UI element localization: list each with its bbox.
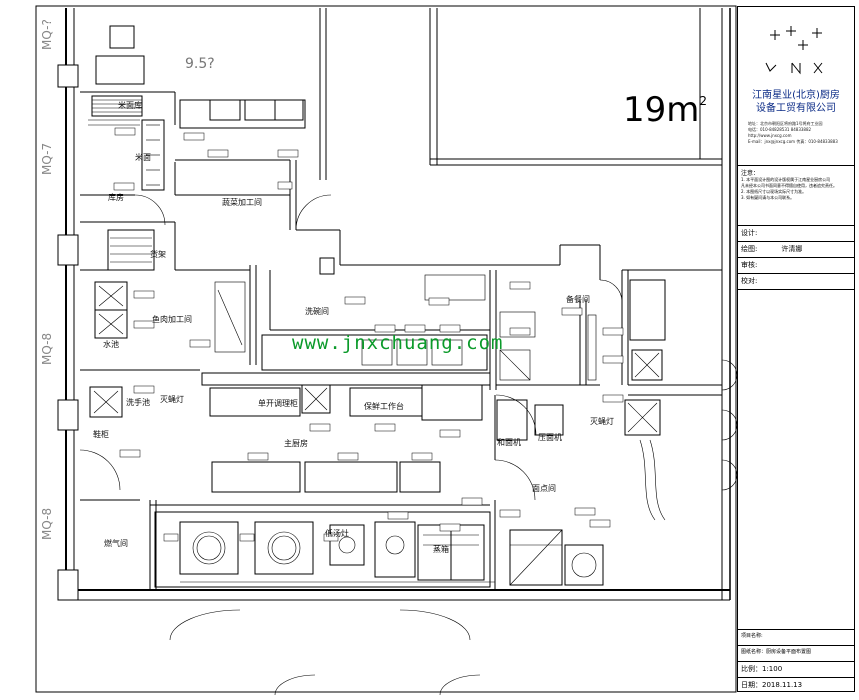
room-storage: 库房 xyxy=(108,192,124,202)
room-dry-storage: 米面库 xyxy=(118,100,142,110)
scale-row: 比例：1:100 xyxy=(738,661,854,677)
faint-dimension: 9.5? xyxy=(185,56,215,72)
room-water-pool: 水池 xyxy=(103,339,119,349)
room-fly-lamp-2: 灭蝇灯 xyxy=(590,416,614,426)
drawing-name-row: 图纸名称：厨房设备平面布置图 xyxy=(738,645,854,661)
drawing-frame xyxy=(35,5,737,693)
room-fish-meat: 鱼肉加工间 xyxy=(152,314,192,324)
room-shoe-rack: 鞋柜 xyxy=(93,429,109,439)
project-row: 项目名称: xyxy=(738,629,854,645)
room-fly-lamp: 灭蝇灯 xyxy=(160,394,184,404)
draw-row: 绘图:许清娜 xyxy=(738,241,854,257)
grid-label-mq8b: MQ-8 xyxy=(40,508,54,540)
room-shelf: 货架 xyxy=(150,249,166,259)
design-row: 设计: xyxy=(738,225,854,241)
watermark-url: www.jnxchuang.com xyxy=(292,332,504,354)
room-fresh-table: 保鲜工作台 xyxy=(364,401,404,411)
blank-area xyxy=(738,289,854,629)
grid-label-top: MQ-? xyxy=(40,19,54,50)
area-label: 19m2 xyxy=(623,90,708,130)
review-row: 审核: xyxy=(738,257,854,273)
contact-info: 地址：北京市朝阳区将府路1号将府工业园 电话：010-84828531 8483… xyxy=(748,121,838,144)
room-low-stove: 低汤灶 xyxy=(325,528,349,538)
room-rice-noodle: 米面 xyxy=(135,152,151,162)
room-main-kitchen: 主厨房 xyxy=(284,438,308,448)
room-prep: 备餐间 xyxy=(566,294,590,304)
room-pastry: 面点间 xyxy=(532,484,556,493)
company-name: 江南星业(北京)厨房 设备工贸有限公司 xyxy=(752,90,840,114)
room-hand-wash: 洗手池 xyxy=(126,397,150,407)
room-veg-processing: 蔬菜加工间 xyxy=(222,197,262,207)
room-noodle-press: 压面机 xyxy=(538,432,562,442)
company-logo-icon xyxy=(765,26,823,75)
notes-section: 注意： 1. 本平面设计图的设计版权属于江南星业厨房公司 凡未经本公司书面同意不… xyxy=(738,165,854,225)
room-dish-wash: 洗碗间 xyxy=(305,306,329,316)
room-steamer: 蒸箱 xyxy=(433,544,449,554)
equipment-tags xyxy=(113,127,624,542)
room-single-cooking: 单开调理柜 xyxy=(258,398,298,408)
grid-label-mq8a: MQ-8 xyxy=(40,333,54,365)
room-dough-mixer: 和面机 xyxy=(497,437,521,447)
date-row: 日期：2018.11.13 xyxy=(738,677,854,693)
title-block: 江南星业(北京)厨房 设备工贸有限公司 地址：北京市朝阳区将府路1号将府工业园 … xyxy=(737,6,855,692)
grid-label-mq7: MQ-7 xyxy=(40,143,54,175)
check-row: 校对: xyxy=(738,273,854,289)
room-gas: 燃气间 xyxy=(104,538,128,548)
